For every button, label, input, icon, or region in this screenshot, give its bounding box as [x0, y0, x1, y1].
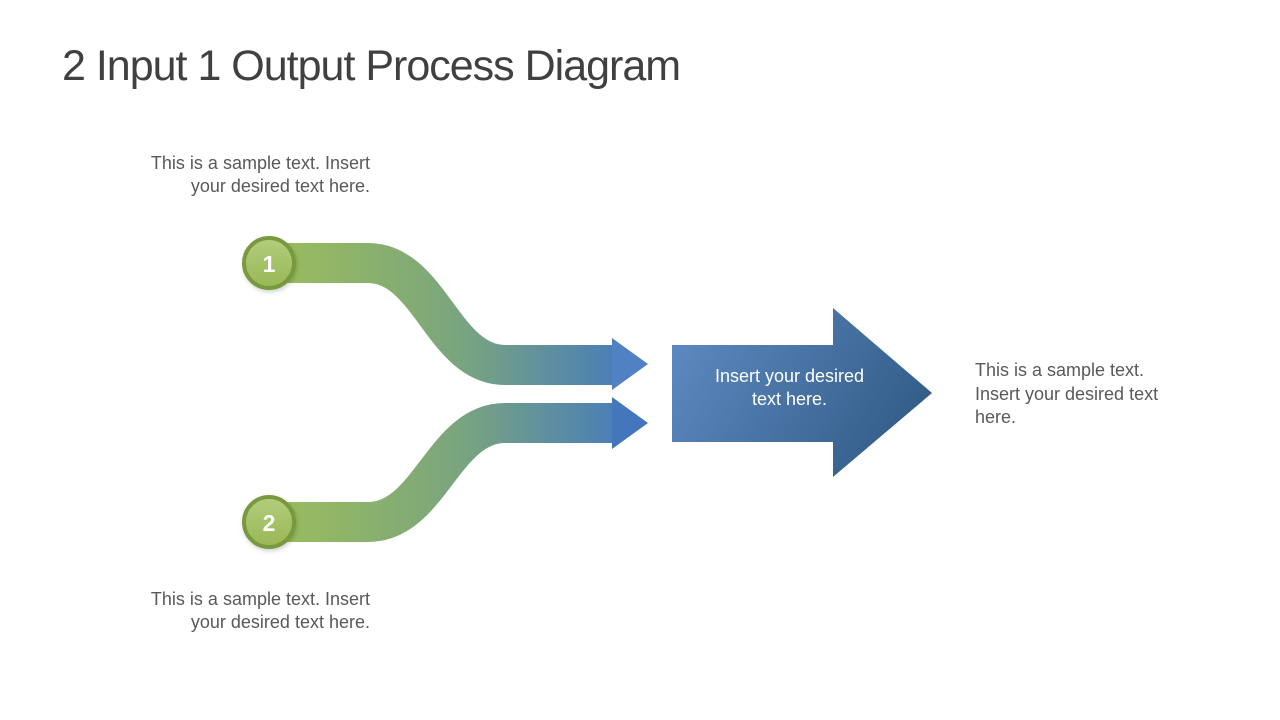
- input-2-caption-line-2: your desired text here.: [190, 612, 370, 632]
- output-arrow-label: Insert your desired text here.: [697, 365, 882, 411]
- output-arrow-icon: [672, 308, 932, 477]
- output-caption-line-2: Insert your desired text: [975, 383, 1159, 404]
- output-arrow-label-line-1: Insert your desired: [714, 366, 865, 386]
- input-1-curve-band: [272, 243, 612, 385]
- output-caption: This is a sample text. Insert your desir…: [975, 359, 1190, 430]
- input-1-badge-number: 1: [263, 251, 276, 277]
- input-2-badge-circle: [242, 495, 296, 549]
- output-arrow-label-line-2: text here.: [751, 389, 828, 409]
- input-1-caption-line-1: This is a sample text. Insert: [150, 153, 370, 173]
- output-caption-line-1: This is a sample text.: [975, 360, 1145, 380]
- input-2-caption-line-1: This is a sample text. Insert: [150, 589, 370, 609]
- input-2-caption: This is a sample text. Insert your desir…: [120, 588, 370, 634]
- input-1-arrowhead-icon: [612, 338, 648, 390]
- input-1-badge: 1: [242, 236, 296, 290]
- input-1-caption: This is a sample text. Insert your desir…: [120, 152, 370, 198]
- input-2-arrowhead-icon: [612, 397, 648, 449]
- input-1-badge-circle: [242, 236, 296, 290]
- input-1-caption-line-2: your desired text here.: [190, 176, 370, 196]
- slide-title: 2 Input 1 Output Process Diagram: [62, 42, 681, 90]
- output-caption-line-3: here.: [975, 407, 1017, 427]
- input-2-curve-band: [272, 403, 612, 542]
- input-2-badge-number: 2: [263, 510, 276, 536]
- input-2-badge: 2: [242, 495, 296, 549]
